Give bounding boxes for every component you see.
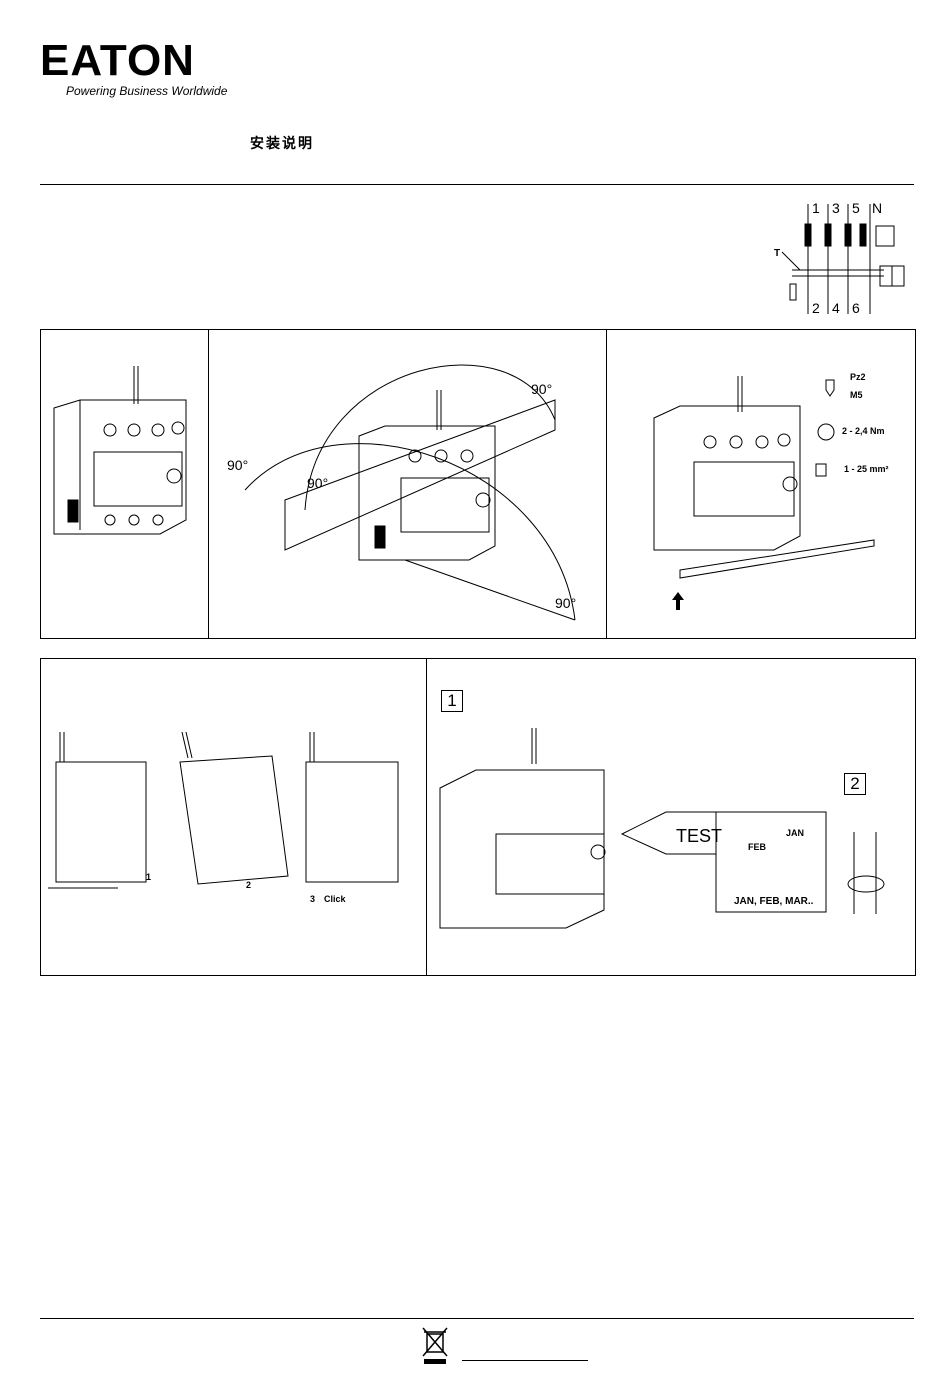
document-title: 安装说明: [250, 133, 314, 153]
wiring-label-t: T: [774, 248, 780, 259]
panel-divider: [606, 329, 607, 639]
panel-divider: [426, 658, 427, 976]
wiring-label-2: 2: [812, 300, 820, 316]
screwdriver-spec: Pz2: [850, 372, 866, 382]
din-rail-mounting-illustration: 90° 90° 90° 90°: [215, 340, 600, 630]
eaton-logo: EATON: [40, 43, 195, 79]
panel-divider: [208, 329, 209, 639]
wiring-label-3: 3: [832, 200, 840, 216]
step-label: 3: [310, 894, 315, 904]
angle-label: 90°: [555, 595, 576, 611]
step-label: 1: [146, 872, 151, 882]
angle-label: 90°: [227, 457, 248, 473]
wiring-label-n: N: [872, 200, 882, 216]
angle-label: 90°: [531, 381, 552, 397]
footer-divider: [40, 1318, 914, 1319]
screw-size: M5: [850, 390, 863, 400]
test-illustration: TEST FEB JAN JAN, FEB, MAR..: [436, 724, 906, 954]
weee-bin-icon: [420, 1326, 450, 1366]
brand-tagline: Powering Business Worldwide: [66, 84, 227, 98]
device-illustration: [50, 360, 200, 560]
wiring-label-4: 4: [832, 300, 840, 316]
step-1-box: 1: [441, 690, 463, 712]
test-label: TEST: [676, 826, 722, 846]
torque-spec: 2 - 2,4 Nm: [842, 426, 885, 436]
wire-size-spec: 1 - 25 mm²: [844, 464, 889, 474]
angle-label: 90°: [307, 475, 328, 491]
months-label: JAN, FEB, MAR..: [734, 896, 814, 907]
footer-line: [462, 1360, 588, 1361]
removal-steps-illustration: 1 2 3 Click: [48, 728, 418, 918]
calendar-label: FEB: [748, 842, 767, 852]
click-label: Click: [324, 894, 347, 904]
calendar-label: JAN: [786, 828, 804, 838]
wiring-diagram: 1 3 5 N 2 4 6 T: [772, 196, 912, 320]
wiring-label-6: 6: [852, 300, 860, 316]
header-divider: [40, 184, 914, 185]
wiring-label-5: 5: [852, 200, 860, 216]
wiring-label-1: 1: [812, 200, 820, 216]
step-label: 2: [246, 880, 251, 890]
busbar-illustration: Pz2 M5 2 - 2,4 Nm 1 - 25 mm²: [620, 360, 910, 620]
